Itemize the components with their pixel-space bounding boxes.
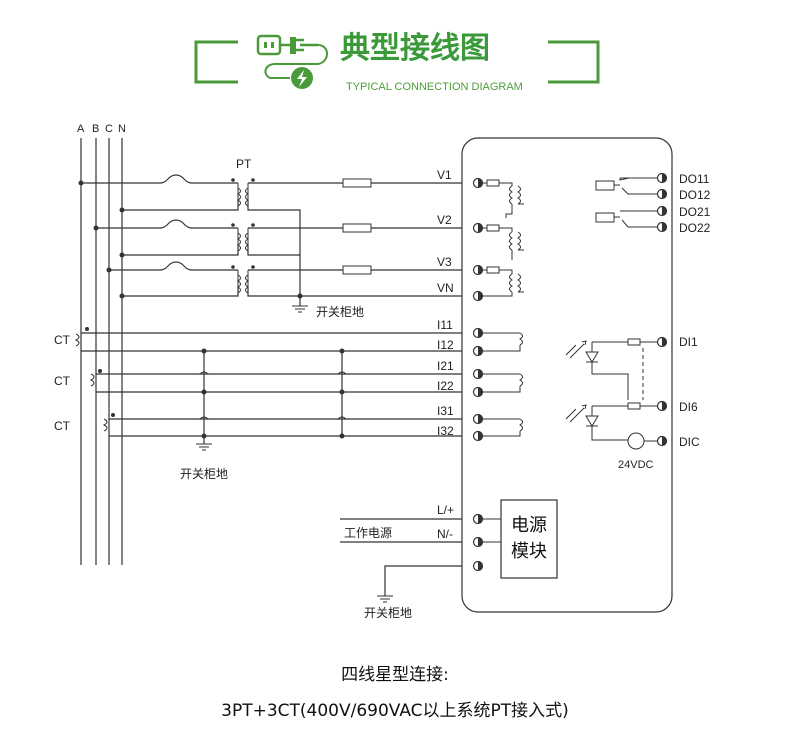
current-terminals: [472, 327, 523, 442]
ct2-label: CT: [54, 374, 71, 388]
terminal-i32-label: I32: [437, 424, 454, 438]
title-en: TYPICAL CONNECTION DIAGRAM: [346, 81, 523, 93]
terminal-di6-label: DI6: [679, 400, 698, 414]
ct1-label: CT: [54, 333, 71, 347]
terminal-v1-label: V1: [437, 168, 452, 182]
pt-ground-label: 开关柜地: [316, 305, 364, 319]
terminal-v3-label: V3: [437, 255, 452, 269]
pt-section: PT: [78, 157, 478, 319]
voltage-terminals: [472, 177, 524, 302]
header-right-bracket: [548, 40, 600, 84]
terminal-di1-label: DI1: [679, 335, 698, 349]
digital-inputs: [565, 336, 668, 450]
terminal-i31-label: I31: [437, 404, 454, 418]
title-cn: 典型接线图: [340, 31, 490, 66]
terminal-do22-label: DO22: [679, 221, 711, 235]
terminal-i21-label: I21: [437, 359, 454, 373]
header: 典型接线图 TYPICAL CONNECTION DIAGRAM: [194, 31, 600, 93]
di-supply-label: 24VDC: [618, 459, 654, 471]
bus-label-n: N: [118, 123, 126, 135]
plug-lightning-icon: [256, 34, 328, 89]
meter-device: V1 V2 V3 VN I11 I12 I21 I22 I31 I32: [437, 137, 711, 613]
ct-ground-label: 开关柜地: [180, 467, 228, 481]
terminal-l-label: L/+: [437, 503, 454, 517]
terminal-dic-label: DIC: [679, 435, 700, 449]
caption-line1: 四线星型连接:: [341, 665, 449, 685]
terminal-v2-label: V2: [437, 213, 452, 227]
terminal-vn-label: VN: [437, 281, 454, 295]
power-module-line2: 模块: [511, 541, 547, 562]
terminal-i12-label: I12: [437, 338, 454, 352]
ct-section: CT CT CT 开关柜地: [54, 327, 478, 481]
power-module-line1: 电源: [511, 515, 547, 536]
bus-label-a: A: [77, 123, 85, 135]
terminal-i22-label: I22: [437, 379, 454, 393]
terminal-do12-label: DO12: [679, 188, 711, 202]
supply-label: 工作电源: [344, 526, 392, 540]
supply-section: 工作电源 开关柜地: [340, 518, 478, 620]
terminal-n-label: N/-: [437, 527, 453, 541]
terminal-i11-label: I11: [437, 318, 453, 332]
relay-outputs: [595, 172, 668, 233]
header-left-bracket: [194, 40, 238, 84]
caption-line2: 3PT+3CT(400V/690VAC以上系统PT接入式): [221, 701, 569, 721]
power-module: [500, 499, 558, 579]
terminal-do21-label: DO21: [679, 205, 711, 219]
device-ground-label: 开关柜地: [364, 606, 412, 620]
bus-label-b: B: [92, 123, 99, 135]
power-terminals: [472, 513, 501, 572]
terminal-do11-label: DO11: [679, 172, 710, 186]
bus-label-c: C: [105, 123, 113, 135]
pt-label: PT: [236, 157, 252, 171]
bus-bars: A B C N: [77, 123, 126, 565]
ct3-label: CT: [54, 419, 71, 433]
